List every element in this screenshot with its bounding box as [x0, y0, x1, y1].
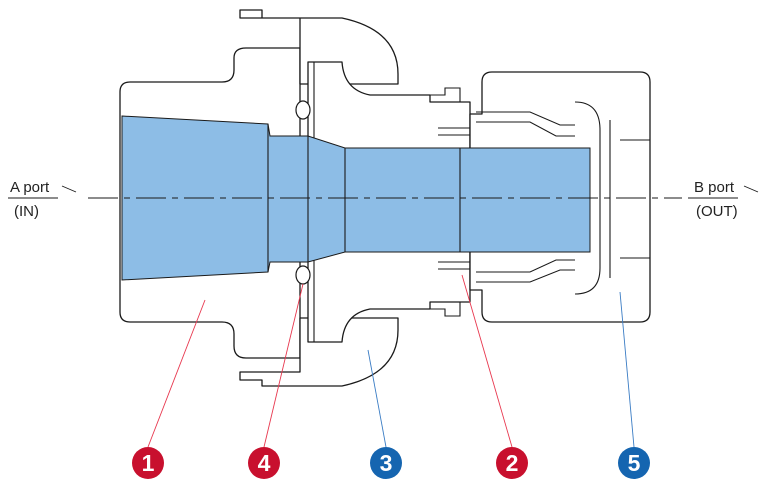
a-port-sublabel: (IN) — [14, 203, 39, 220]
callout-5: 5 — [618, 447, 650, 479]
callout-3-number: 3 — [380, 450, 393, 476]
callout-1-circle — [132, 447, 164, 479]
a-port-label: A port — [10, 179, 50, 196]
callout-5-number: 5 — [628, 450, 641, 476]
adapter-teeth-bottom — [430, 261, 470, 317]
callout-3-circle — [370, 447, 402, 479]
union-nut-lower — [239, 317, 399, 387]
b-port-arrow — [743, 185, 759, 193]
o-ring-bottom — [295, 265, 311, 285]
leader-line-5 — [619, 291, 635, 448]
leader-line-4 — [263, 283, 304, 448]
callout-3: 3 — [370, 447, 402, 479]
callout-2: 2 — [496, 447, 528, 479]
callout-4-circle — [248, 447, 280, 479]
callout-4-number: 4 — [258, 450, 271, 476]
a-port-arrow — [61, 185, 77, 193]
collet-fingers — [476, 111, 575, 283]
b-port-sublabel: (OUT) — [696, 203, 738, 220]
union-nut-outline — [239, 9, 399, 85]
callout-4: 4 — [248, 447, 280, 479]
callout-2-circle — [496, 447, 528, 479]
leader-line-2 — [461, 274, 513, 448]
callout-1-number: 1 — [142, 450, 155, 476]
cap-nut-inner — [574, 101, 650, 295]
adapter-teeth-top — [430, 87, 470, 136]
callout-1: 1 — [132, 447, 164, 479]
callout-5-circle — [618, 447, 650, 479]
leader-line-3 — [367, 349, 387, 448]
callout-2-number: 2 — [506, 450, 519, 476]
leader-line-1 — [147, 299, 206, 448]
b-port-label: B port — [694, 179, 735, 196]
o-ring-top — [295, 100, 311, 120]
